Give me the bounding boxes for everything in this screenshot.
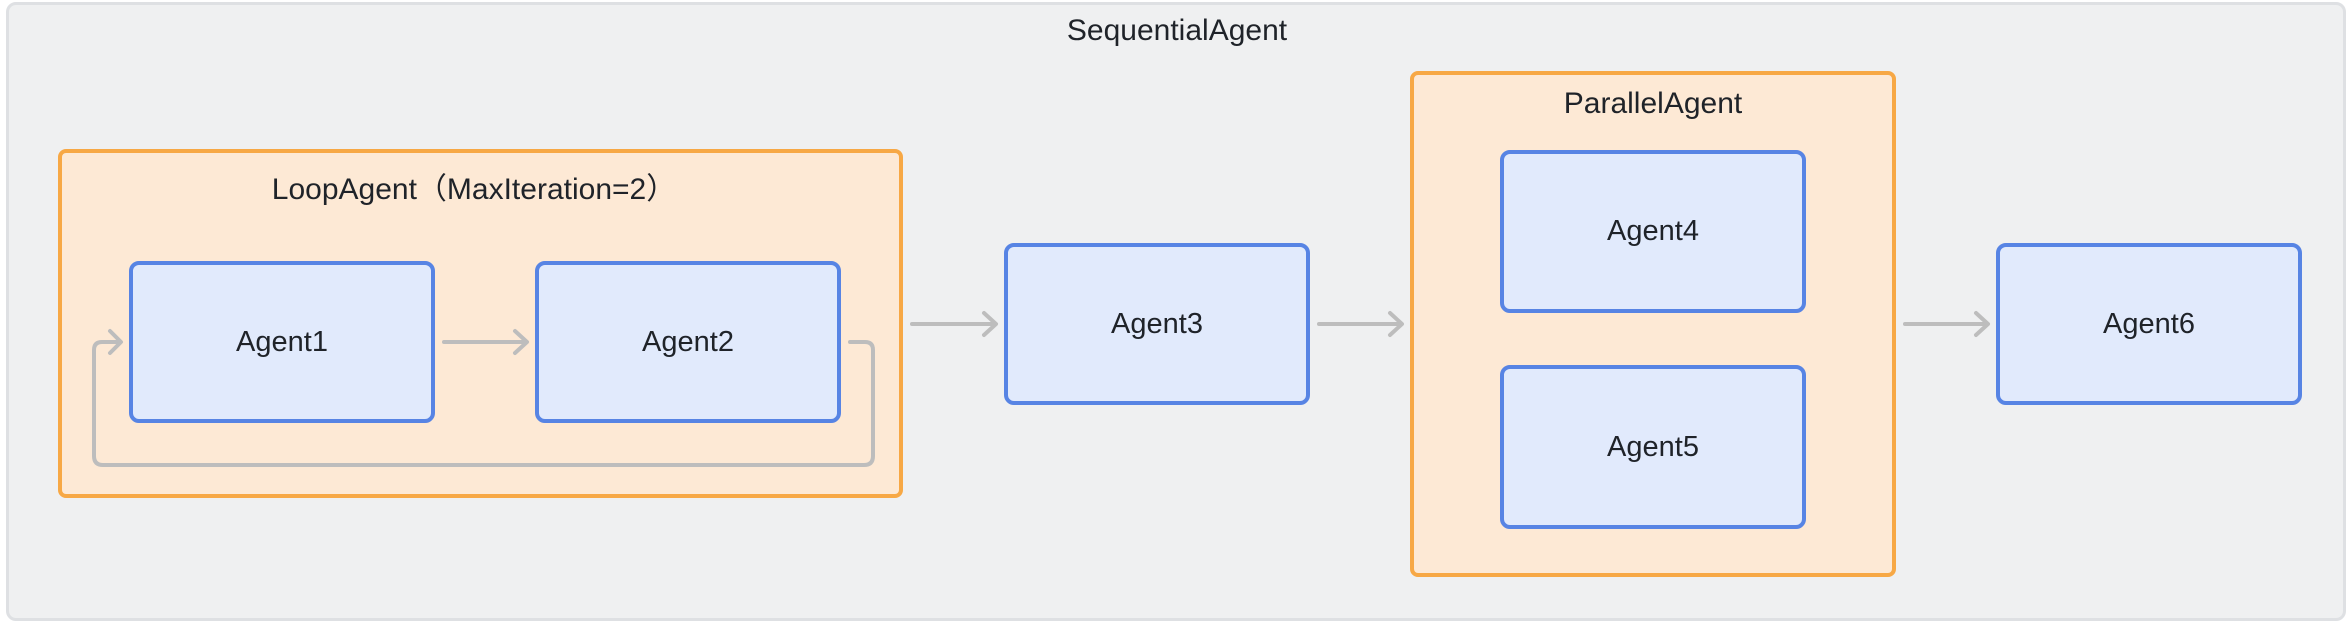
arrowhead-loop-to-agent3	[982, 311, 998, 337]
agent-4-box[interactable]: Agent4	[1500, 150, 1806, 313]
agent-1-box[interactable]: Agent1	[129, 261, 435, 423]
loop-back-arrowhead	[108, 329, 123, 355]
agent-3-box[interactable]: Agent3	[1004, 243, 1310, 405]
sequential-agent-title: SequentialAgent	[1066, 14, 1288, 47]
loop-agent-title: LoopAgent（MaxIteration=2）	[271, 173, 677, 206]
loop-back-arrow	[92, 340, 875, 467]
parallel-agent-title: ParallelAgent	[1563, 87, 1743, 120]
arrowhead-agent3-to-parallel	[1388, 311, 1404, 337]
arrowhead-agent1-to-agent2	[513, 329, 529, 355]
arrowhead-parallel-to-agent6	[1974, 311, 1990, 337]
agent-2-box[interactable]: Agent2	[535, 261, 841, 423]
agent-5-box[interactable]: Agent5	[1500, 365, 1806, 529]
agent-6-box[interactable]: Agent6	[1996, 243, 2302, 405]
